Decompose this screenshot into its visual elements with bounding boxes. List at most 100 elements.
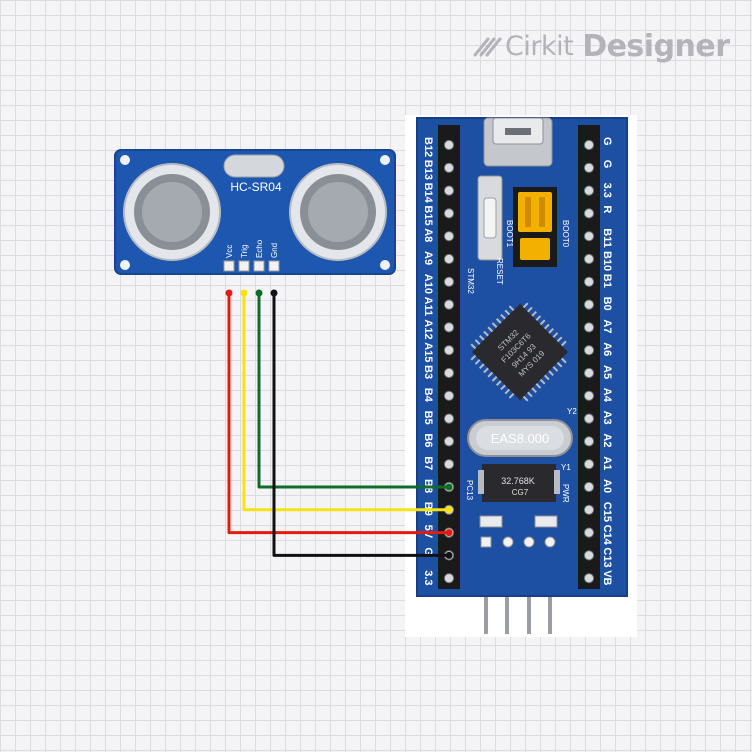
left-pin-a12[interactable]: [443, 322, 455, 333]
sensor-pin-trig[interactable]: [238, 260, 250, 272]
right-pin-g[interactable]: [583, 139, 595, 151]
left-pin-label: A12: [422, 319, 434, 339]
sensor-model-label: HC-SR04: [230, 180, 282, 194]
right-pin-c13[interactable]: [583, 550, 595, 561]
ultrasonic-receiver: [289, 163, 387, 261]
left-pin-a15[interactable]: [443, 345, 455, 356]
right-pin-r[interactable]: [583, 208, 595, 219]
sensor-pin-echo[interactable]: [253, 260, 265, 272]
left-pin-b3[interactable]: [443, 367, 455, 379]
pc13-label: PC13: [465, 480, 474, 501]
left-pin-label: B6: [422, 433, 434, 447]
boot0-label: BOOT0: [561, 220, 570, 248]
wire-endpoint: [270, 289, 278, 297]
wire-endpoint: [445, 506, 453, 514]
left-pin-b15[interactable]: [443, 208, 455, 219]
sensor-pin-gnd[interactable]: [268, 260, 280, 272]
wire-endpoint: [255, 289, 263, 297]
left-pin-b7[interactable]: [443, 459, 455, 470]
reset-button[interactable]: [477, 175, 503, 261]
right-pin-b1[interactable]: [583, 276, 595, 287]
right-pin-a0[interactable]: [583, 481, 595, 493]
left-pin-a10[interactable]: [443, 276, 455, 287]
left-pin-b4[interactable]: [443, 390, 455, 401]
right-pin-c14[interactable]: [583, 527, 595, 538]
wire-gnd-to-g[interactable]: [272, 293, 449, 557]
left-pin-3_3[interactable]: [443, 573, 455, 584]
right-pin-vb[interactable]: [583, 573, 595, 584]
sensor-pin-vcc[interactable]: [223, 260, 235, 272]
main-crystal: EAS8.000: [467, 419, 573, 457]
left-pin-b14[interactable]: [443, 185, 455, 196]
boot1-label: BOOT1: [505, 220, 514, 248]
right-pin-label: B10: [601, 251, 613, 271]
right-pin-b0[interactable]: [583, 299, 595, 310]
right-pin-label: A6: [601, 342, 613, 356]
right-pin-label: A4: [601, 388, 613, 403]
right-pin-label: A1: [601, 456, 613, 470]
sensor-pin-label-trig: Trig: [240, 245, 249, 258]
right-pin-g[interactable]: [583, 162, 595, 173]
mcu-chip: STM32 F103C6T6 9H14 93 MYS 019: [470, 302, 569, 402]
right-pin-a6[interactable]: [583, 345, 595, 356]
rtc-crystal-sub: CG7: [512, 488, 529, 497]
wire-echo-to-b8[interactable]: [257, 293, 449, 489]
ultrasonic-transmitter: [123, 163, 221, 261]
main-crystal-label: EAS8.000: [491, 431, 550, 446]
sensor-pin-label-gnd: Gnd: [270, 243, 279, 258]
left-pin-b12[interactable]: [443, 139, 455, 151]
right-pin-a5[interactable]: [583, 367, 595, 379]
left-pin-b13[interactable]: [443, 162, 455, 173]
wire-endpoint: [445, 529, 453, 537]
right-pin-a3[interactable]: [583, 413, 595, 424]
left-pin-label: B4: [422, 388, 434, 403]
right-pin-label: A3: [601, 411, 613, 425]
left-pin-label: 3.3: [422, 570, 434, 585]
right-pin-label: C14: [601, 525, 613, 546]
rtc-crystal-label: 32.768K: [501, 476, 535, 486]
right-pin-b10[interactable]: [583, 253, 595, 265]
left-pin-b5[interactable]: [443, 413, 455, 424]
left-pin-label: A15: [422, 342, 434, 362]
usb-connector[interactable]: [483, 117, 553, 167]
right-pin-label: C13: [601, 547, 613, 567]
right-pin-a4[interactable]: [583, 390, 595, 401]
left-pin-label: G: [422, 547, 434, 556]
right-pin-c15[interactable]: [583, 504, 595, 515]
right-pin-label: B11: [601, 228, 613, 248]
right-pin-a1[interactable]: [583, 459, 595, 470]
mcu-label: STM32: [466, 268, 475, 294]
sensor-pin-label-vcc: Vcc: [225, 245, 234, 258]
pwr-led: [534, 515, 558, 528]
right-pin-a7[interactable]: [583, 322, 595, 333]
wire-endpoint: [445, 483, 453, 491]
wire-endpoint: [225, 289, 233, 297]
right-pin-label: B1: [601, 274, 613, 288]
left-pin-a9[interactable]: [443, 253, 455, 265]
right-pin-a2[interactable]: [583, 436, 595, 447]
wires: [225, 289, 453, 559]
left-pin-header: [438, 125, 460, 589]
right-pin-label: 3.3: [601, 183, 613, 198]
right-pin-row: GG3.3RB11B10B1B0A7A6A5A4A3A2A1A0C15C14C1…: [583, 137, 613, 586]
left-pin-label: A11: [422, 297, 434, 317]
left-pin-a11[interactable]: [443, 299, 455, 310]
right-pin-label: G: [601, 160, 613, 169]
left-pin-label: A9: [422, 251, 434, 265]
right-pin-label: B0: [601, 297, 613, 311]
right-pin-label: A7: [601, 319, 613, 333]
stm32-board-area: BOOT1 BOOT0 RESET STM32 STM32 F103C6T6 9…: [405, 115, 637, 637]
boot-jumpers[interactable]: [513, 187, 557, 267]
left-pin-label: A8: [422, 228, 434, 242]
right-pin-label: A2: [601, 433, 613, 447]
right-pin-b11[interactable]: [583, 231, 595, 242]
left-pin-a8[interactable]: [443, 231, 455, 242]
left-pin-b6[interactable]: [443, 436, 455, 447]
rtc-crystal: 32.768K CG7: [478, 464, 560, 502]
hc-sr04-sensor[interactable]: HC-SR04 Vcc Trig Echo Gnd: [114, 149, 396, 275]
right-pin-3_3[interactable]: [583, 185, 595, 196]
wire-trig-to-b9[interactable]: [242, 293, 449, 512]
cirkit-logo-icon: [473, 37, 502, 57]
wire-vcc-to-5v[interactable]: [227, 293, 449, 535]
